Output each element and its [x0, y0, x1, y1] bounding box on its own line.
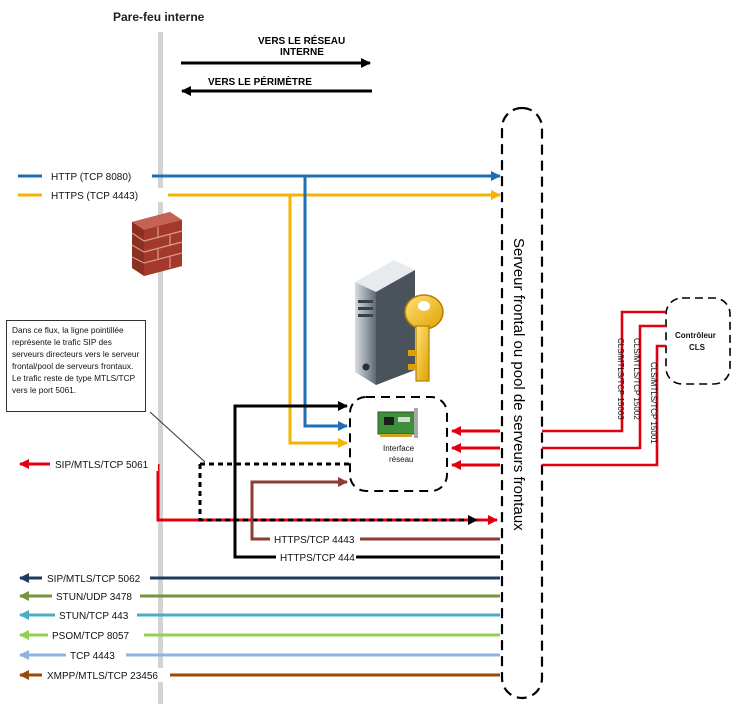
cls-15002-label: CLS/MTLS/TCP 15002 [632, 338, 641, 420]
flow-stun-udp-label: STUN/UDP 3478 [56, 592, 132, 603]
flow-cls-15003 [542, 310, 666, 433]
flow-https-4443-inner-label: HTTPS/TCP 4443 [274, 535, 355, 546]
flow-https-label: HTTPS (TCP 4443) [51, 191, 138, 202]
firewall-icon [131, 212, 183, 276]
firewall-title: Pare-feu interne [113, 10, 205, 24]
flow-cls-15002 [542, 324, 666, 450]
flow-sip-5061-label: SIP/MTLS/TCP 5061 [55, 460, 149, 471]
cls-controller-label-1: Contrôleur [675, 331, 716, 340]
cls-controller-box [665, 297, 731, 385]
cls-15003-label: CLS/MTLS/TCP 15003 [616, 338, 625, 420]
firewall-line [158, 32, 163, 704]
flow-sip-dashed [198, 464, 478, 525]
network-interface-label-1: Interface [383, 444, 415, 453]
flow-xmpp-label: XMPP/MTLS/TCP 23456 [47, 671, 158, 682]
flow-sip-5061-in [156, 464, 498, 525]
key-icon [404, 294, 444, 382]
flow-https-4443-inner [250, 477, 500, 541]
flow-https-444-label: HTTPS/TCP 444 [280, 553, 355, 564]
flow-cls-15001 [542, 344, 666, 467]
flow-https-444 [233, 401, 500, 559]
note-leader [149, 411, 206, 463]
cls-15001-label: CLS/MTLS/TCP 15001 [649, 362, 658, 444]
flow-http-to-nic [303, 176, 348, 431]
direction-internal-line2: INTERNE [280, 47, 324, 58]
flow-stun-tcp-label: STUN/TCP 443 [59, 611, 129, 622]
front-end-pool-box [500, 106, 544, 700]
flow-sip-5062-label: SIP/MTLS/TCP 5062 [47, 574, 141, 585]
flow-https-to-nic [288, 195, 348, 448]
direction-internal-line1: VERS LE RÉSEAU [258, 34, 345, 47]
network-card-icon [377, 408, 418, 438]
flow-psom-label: PSOM/TCP 8057 [52, 631, 130, 642]
network-interface-label-2: réseau [389, 455, 413, 464]
front-end-pool-label: Serveur frontal ou pool de serveurs fron… [510, 238, 527, 531]
network-interface-box [349, 396, 448, 492]
server-icon [355, 260, 415, 385]
sip-note-box: Dans ce flux, la ligne pointillée représ… [6, 320, 146, 412]
flow-http-label: HTTP (TCP 8080) [51, 172, 131, 183]
flow-tcp-4443-label: TCP 4443 [70, 651, 115, 662]
direction-perimeter: VERS LE PÉRIMÈTRE [208, 75, 312, 88]
cls-controller-label-2: CLS [689, 343, 706, 352]
